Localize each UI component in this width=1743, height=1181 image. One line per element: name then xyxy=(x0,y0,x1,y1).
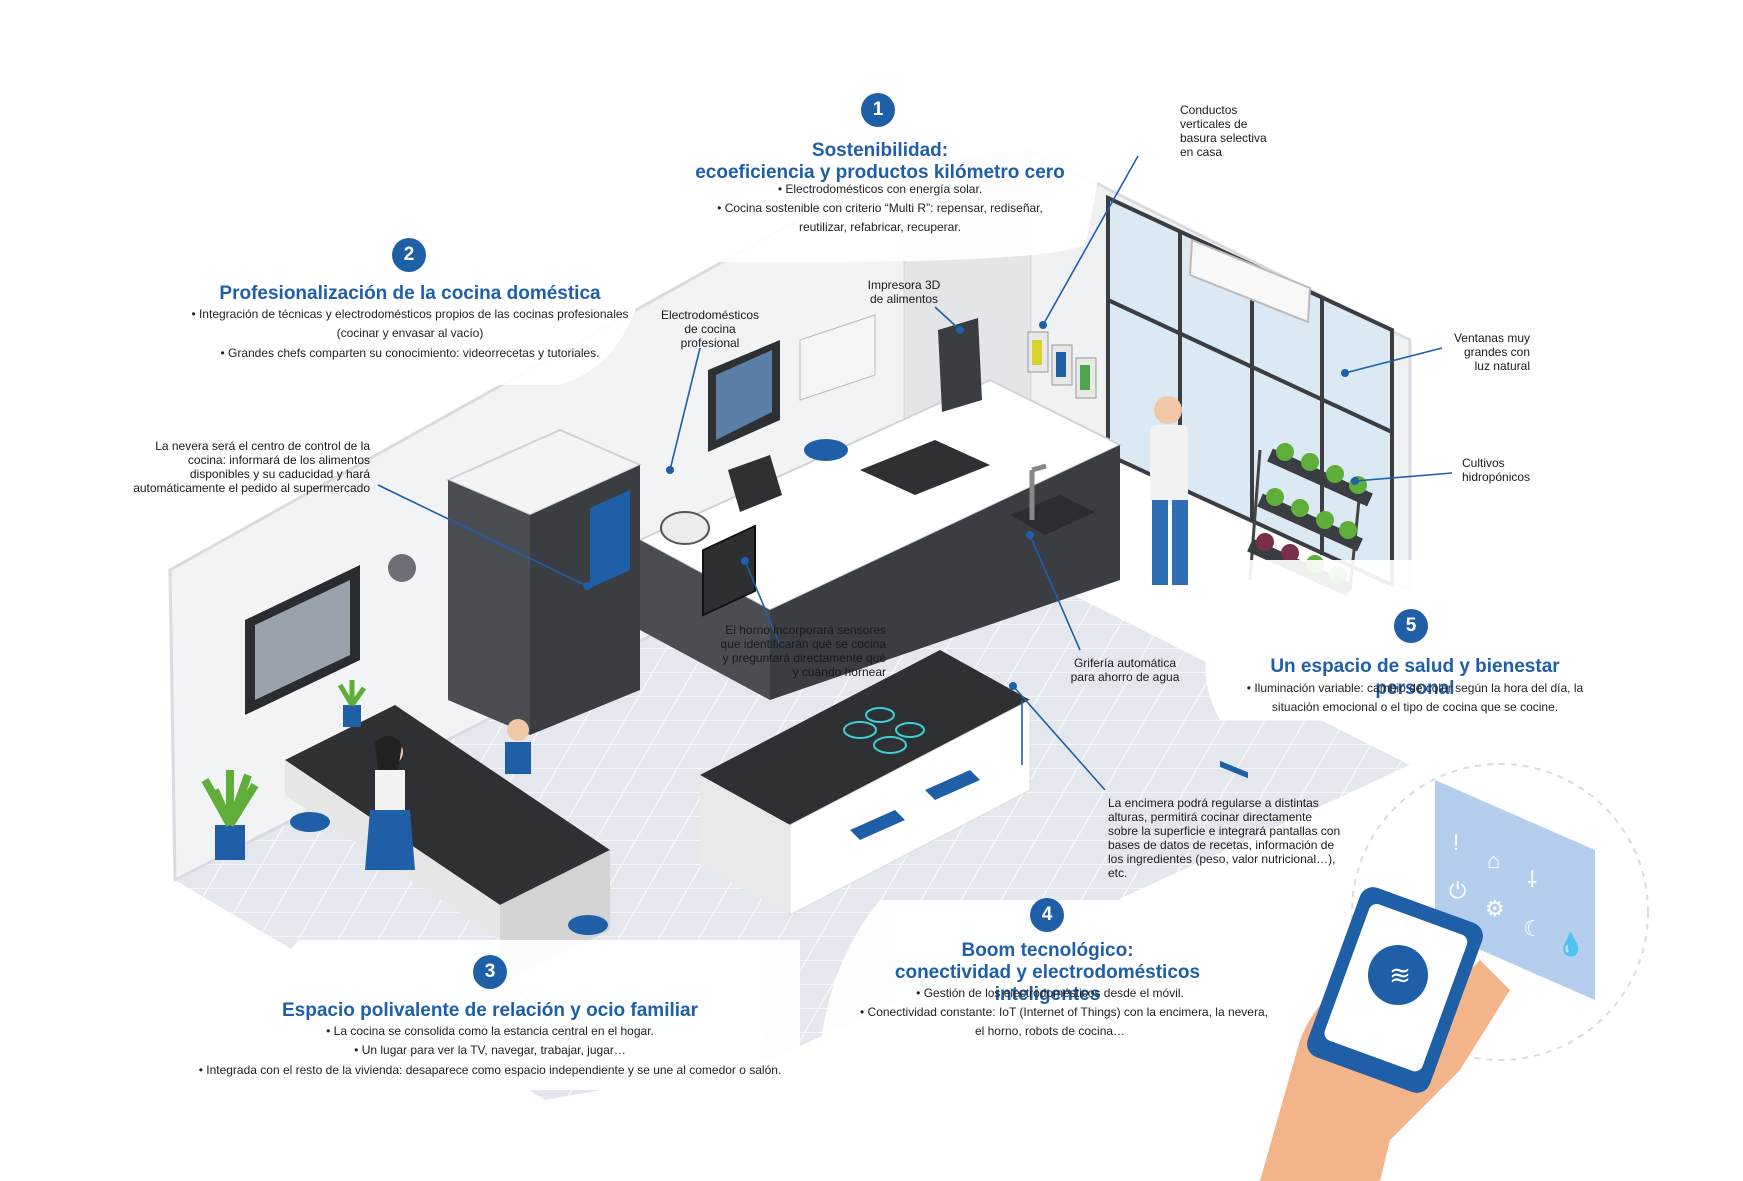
callout-electrodomesticos: Electrodomésticos de cocina profesional xyxy=(655,308,765,350)
callout-line: grandes con xyxy=(1463,345,1530,359)
section-4-title-line-2: conectividad y electrodomésticos intelig… xyxy=(894,962,1201,1005)
callout-line: de cocina xyxy=(684,322,736,336)
woman-figure xyxy=(365,735,415,870)
callout-line: luz natural xyxy=(1474,359,1530,373)
section-4-bullet-1: • Gestión de los electrodomésticos desde… xyxy=(916,986,1184,1000)
section-2-number: 2 xyxy=(392,238,426,272)
callout-line: Grifería automática xyxy=(1073,656,1177,670)
thermometer-icon: ⸸ xyxy=(1527,867,1538,892)
callout-conductos: Conductos verticales de basura selectiva… xyxy=(1180,103,1267,159)
section-3-bullet-1: • La cocina se consolida como la estanci… xyxy=(326,1024,654,1038)
air-conditioner xyxy=(1188,238,1312,779)
section-4-title: Boom tecnológico: conectividad y electro… xyxy=(850,940,1245,1006)
home-icon: ⌂ xyxy=(1487,848,1501,873)
callout-line: cocina: informará de los alimentos xyxy=(187,453,370,467)
callout-line: hidropónicos xyxy=(1462,470,1531,484)
callout-line: Impresora 3D xyxy=(867,278,941,292)
section-3-bullet-2: • Un lugar para ver la TV, navegar, trab… xyxy=(354,1043,626,1057)
callout-line: que identificarán qué se cocina xyxy=(720,637,886,651)
section-3-bullet-3: • Integrada con el resto de la vivienda:… xyxy=(198,1063,782,1077)
callout-line: de alimentos xyxy=(869,292,939,306)
callout-line: alturas, permitirá cocinar directamente xyxy=(1108,810,1313,824)
section-1-title-line-1: Sostenibilidad: xyxy=(811,140,949,161)
child-figure xyxy=(505,719,531,774)
panel-icons: ! ⌂ ⸸ ⏻ ⚙ ☾ 💧 xyxy=(1445,820,1595,990)
callout-griferia: Grifería automática para ahorro de agua xyxy=(1060,656,1190,684)
callout-line: La nevera será el centro de control de l… xyxy=(155,439,370,453)
section-1-title: Sostenibilidad: ecoeficiencia y producto… xyxy=(660,140,1100,184)
callout-line: Cultivos xyxy=(1462,456,1505,470)
callout-line: etc. xyxy=(1108,866,1128,880)
section-5-number: 5 xyxy=(1394,609,1428,643)
callout-cultivos: Cultivos hidropónicos xyxy=(1462,456,1530,484)
chef-figure xyxy=(1150,396,1188,585)
callout-line: y cuándo hornear xyxy=(792,665,886,679)
callout-line: Ventanas muy xyxy=(1453,331,1530,345)
section-4-bullet-3: el horno, robots de cocina… xyxy=(974,1024,1126,1038)
cooktop-island xyxy=(700,650,1031,916)
callout-line: para ahorro de agua xyxy=(1070,670,1180,684)
gear-icon: ⚙ xyxy=(1485,896,1505,921)
callout-line: verticales de xyxy=(1180,117,1248,131)
section-1-title-line-2: ecoeficiencia y productos kilómetro cero xyxy=(695,162,1065,183)
moon-icon: ☾ xyxy=(1523,916,1543,941)
callout-line: El horno incorporará sensores xyxy=(725,623,886,637)
cooking-robot xyxy=(660,511,710,545)
section-5-bullet-2: situación emocional o el tipo de cocina … xyxy=(1271,700,1559,714)
wifi-icon: ≋ xyxy=(1389,960,1411,990)
section-1-bullet-1: • Electrodomésticos con energía solar. xyxy=(777,182,983,196)
oven xyxy=(702,524,756,617)
section-5-title: Un espacio de salud y bienestar personal xyxy=(1270,656,1560,699)
callout-line: automáticamente el pedido al supermercad… xyxy=(133,481,370,495)
section-2-bullet-2: (cocinar y envasar al vacío) xyxy=(336,326,484,340)
callout-nevera: La nevera será el centro de control de l… xyxy=(120,439,370,495)
mini-oven xyxy=(728,455,782,512)
wall-tv xyxy=(245,565,360,715)
section-1-number: 1 xyxy=(861,93,895,127)
section-5-bullet-1: • Iluminación variable: cambio de color … xyxy=(1246,681,1584,695)
callout-line: profesional xyxy=(680,336,740,350)
section-1-bullet-3: reutilizar, refabricar, recuperar. xyxy=(798,220,962,234)
section-1-bullet-2: • Cocina sostenible con criterio “Multi … xyxy=(717,201,1043,215)
callout-line: La encimera podrá regularse a distintas xyxy=(1108,796,1319,810)
alert-icon: ! xyxy=(1453,830,1460,855)
food-3d-printer xyxy=(938,318,982,412)
section-3-title: Espacio polivalente de relación y ocio f… xyxy=(281,1000,699,1021)
power-icon: ⏻ xyxy=(1449,878,1467,903)
windows xyxy=(1106,194,1394,589)
callout-encimera: La encimera podrá regularse a distintas … xyxy=(1108,796,1340,880)
section-4-title-line-1: Boom tecnológico: xyxy=(961,940,1134,961)
callout-line: basura selectiva xyxy=(1180,131,1267,145)
callout-ventanas: Ventanas muy grandes con luz natural xyxy=(1440,331,1530,373)
thermostat xyxy=(388,554,416,582)
section-2-title: Profesionalización de la cocina doméstic… xyxy=(219,283,601,304)
callout-impresora: Impresora 3D de alimentos xyxy=(854,278,954,306)
callout-horno: El horno incorporará sensores que identi… xyxy=(700,623,886,679)
phone-hand xyxy=(1260,887,1510,1181)
leader-lines xyxy=(377,155,1453,791)
section-2-bullet-3: • Grandes chefs comparten su conocimient… xyxy=(220,346,600,360)
smart-fridge xyxy=(445,428,643,735)
section-2-bullet-1: • Integración de técnicas y electrodomés… xyxy=(191,307,629,321)
callout-line: Electrodomésticos xyxy=(660,308,760,322)
section-4-number: 4 xyxy=(1030,898,1064,932)
recycling-bins xyxy=(1027,331,1097,399)
leader-dots xyxy=(583,321,1359,690)
drop-icon: 💧 xyxy=(1557,932,1585,957)
callout-line: sobre la superficie e integrará pantalla… xyxy=(1108,824,1341,838)
callout-line: bases de datos de recetas, información d… xyxy=(1108,838,1335,852)
section-3-number: 3 xyxy=(473,955,507,989)
stools xyxy=(290,770,980,935)
callout-line: disponibles y su caducidad y hará xyxy=(189,467,370,481)
plants xyxy=(201,680,367,860)
callout-line: Conductos xyxy=(1180,103,1238,117)
section-4-bullet-2: • Conectividad constante: IoT (Internet … xyxy=(860,1005,1268,1019)
callout-line: y preguntará directamente qué xyxy=(722,651,886,665)
callout-line: en casa xyxy=(1180,145,1223,159)
callout-line: los ingredientes (peso, valor nutriciona… xyxy=(1108,852,1336,866)
